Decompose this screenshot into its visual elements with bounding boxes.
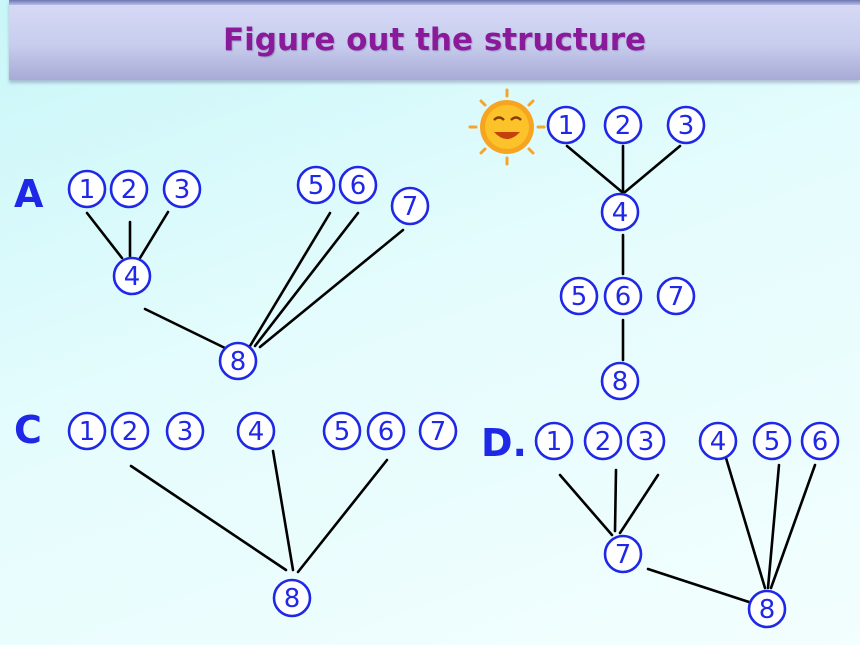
- node-2: 2: [603, 105, 643, 145]
- svg-text:3: 3: [638, 427, 655, 457]
- edge: [646, 567, 754, 605]
- option-c-label: C: [14, 408, 42, 452]
- node-5: 5: [559, 276, 599, 316]
- node-5: 5: [752, 421, 792, 461]
- svg-text:5: 5: [571, 282, 588, 312]
- option-a-label: A: [14, 172, 44, 216]
- svg-text:7: 7: [615, 540, 632, 570]
- svg-text:7: 7: [668, 282, 685, 312]
- svg-text:5: 5: [308, 171, 325, 201]
- edge: [258, 228, 405, 349]
- edge: [613, 468, 618, 533]
- svg-text:3: 3: [678, 111, 695, 141]
- svg-text:7: 7: [402, 192, 419, 222]
- svg-text:5: 5: [334, 417, 351, 447]
- svg-text:4: 4: [612, 198, 629, 228]
- node-8: 8: [218, 341, 258, 381]
- edge: [558, 473, 614, 537]
- edge: [143, 307, 227, 350]
- node-6: 6: [338, 165, 378, 205]
- svg-text:6: 6: [812, 427, 829, 457]
- svg-text:6: 6: [615, 282, 632, 312]
- edge: [618, 473, 660, 535]
- edge: [296, 458, 389, 574]
- node-3: 3: [162, 169, 202, 209]
- svg-text:2: 2: [615, 111, 632, 141]
- node-4: 4: [600, 192, 640, 232]
- svg-text:8: 8: [284, 584, 301, 614]
- svg-text:2: 2: [595, 427, 612, 457]
- option-d-label: D.: [481, 421, 527, 465]
- svg-text:3: 3: [174, 175, 191, 205]
- node-2: 2: [110, 411, 150, 451]
- svg-text:1: 1: [79, 417, 96, 447]
- node-1: 1: [546, 105, 586, 145]
- node-4: 4: [698, 421, 738, 461]
- node-7: 7: [390, 186, 430, 226]
- node-4: 4: [112, 256, 152, 296]
- node-8: 8: [747, 589, 787, 629]
- panel-b: 1 2 3 4 5 6 7 8: [468, 88, 706, 401]
- node-3: 3: [626, 421, 666, 461]
- svg-text:6: 6: [378, 417, 395, 447]
- svg-text:1: 1: [79, 175, 96, 205]
- svg-text:7: 7: [430, 417, 447, 447]
- panel-a: A 1 2 3 4 5 6 7 8: [14, 165, 430, 381]
- title-bar: Figure out the structure: [9, 0, 860, 80]
- node-6: 6: [603, 276, 643, 316]
- edge: [138, 210, 170, 260]
- node-7: 7: [603, 534, 643, 574]
- node-8: 8: [600, 361, 640, 401]
- svg-text:2: 2: [122, 417, 139, 447]
- edge: [129, 464, 288, 572]
- node-6: 6: [800, 421, 840, 461]
- node-7: 7: [418, 411, 458, 451]
- edge: [253, 211, 360, 348]
- svg-text:8: 8: [230, 347, 247, 377]
- svg-text:3: 3: [177, 417, 194, 447]
- edge: [724, 456, 767, 590]
- edge: [85, 211, 124, 260]
- page-title: Figure out the structure: [222, 22, 647, 58]
- node-7: 7: [656, 276, 696, 316]
- node-1: 1: [67, 411, 107, 451]
- edge: [565, 144, 624, 194]
- svg-text:6: 6: [350, 171, 367, 201]
- svg-text:8: 8: [612, 367, 629, 397]
- node-4: 4: [236, 411, 276, 451]
- edge: [766, 463, 781, 590]
- node-6: 6: [366, 411, 406, 451]
- svg-text:8: 8: [759, 595, 776, 625]
- panel-c: C 1 2 3 4 5 6 7 8: [14, 408, 458, 618]
- node-8: 8: [272, 578, 312, 618]
- svg-text:1: 1: [558, 111, 575, 141]
- smiling-sun-icon: [468, 88, 546, 166]
- node-2: 2: [109, 169, 149, 209]
- svg-text:2: 2: [121, 175, 138, 205]
- svg-text:4: 4: [248, 417, 265, 447]
- node-5: 5: [296, 165, 336, 205]
- node-1: 1: [534, 421, 574, 461]
- node-5: 5: [322, 411, 362, 451]
- node-3: 3: [165, 411, 205, 451]
- edge: [769, 463, 817, 590]
- svg-text:4: 4: [710, 427, 727, 457]
- edge: [271, 449, 295, 572]
- svg-text:5: 5: [764, 427, 781, 457]
- panel-d: D. 1 2 3 4 5 6 7 8: [481, 421, 840, 629]
- svg-text:4: 4: [124, 262, 141, 292]
- svg-text:1: 1: [546, 427, 563, 457]
- node-2: 2: [583, 421, 623, 461]
- node-1: 1: [67, 169, 107, 209]
- node-3: 3: [666, 105, 706, 145]
- edge: [248, 211, 332, 348]
- edge: [623, 144, 682, 194]
